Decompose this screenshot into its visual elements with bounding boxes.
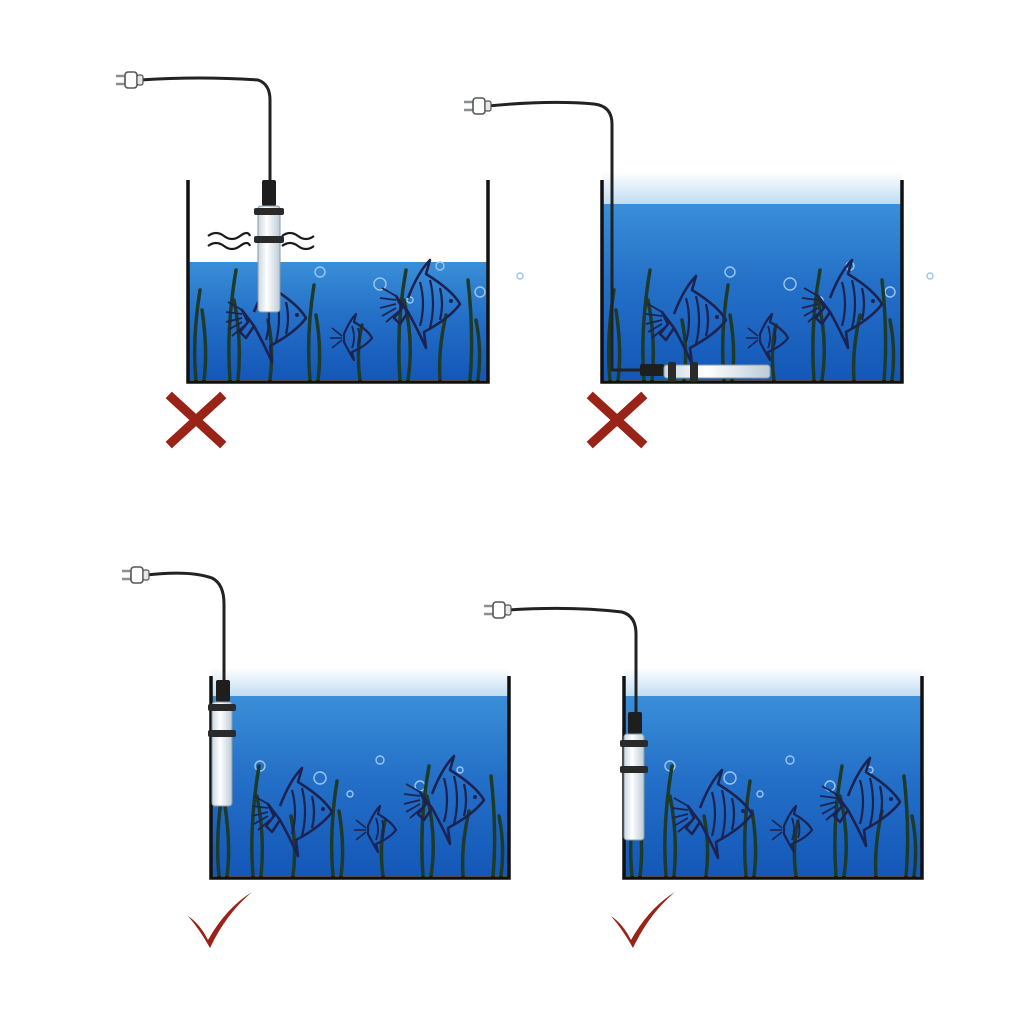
- panel-heater-flat-bottom: [462, 96, 934, 442]
- tank-outline: [186, 180, 490, 384]
- power-cable: [507, 606, 638, 716]
- water-surface-haze: [624, 668, 922, 698]
- water-surface-haze: [211, 668, 509, 698]
- heater-device: [208, 680, 236, 807]
- heater-device: [254, 180, 284, 313]
- heat-wave-icon: [207, 231, 315, 251]
- water-surface-haze: [602, 172, 902, 206]
- heater-device: [620, 712, 648, 841]
- power-cable: [145, 571, 226, 684]
- heater-device: [640, 362, 771, 382]
- power-cable: [487, 100, 640, 372]
- panel-heater-exposed: [114, 70, 524, 442]
- tank-outline: [600, 180, 904, 384]
- panel-heater-vertical-left: [120, 565, 511, 948]
- panel-heater-vertical-angled: [482, 600, 924, 948]
- tank-outline: [209, 676, 511, 880]
- power-cable: [139, 76, 272, 190]
